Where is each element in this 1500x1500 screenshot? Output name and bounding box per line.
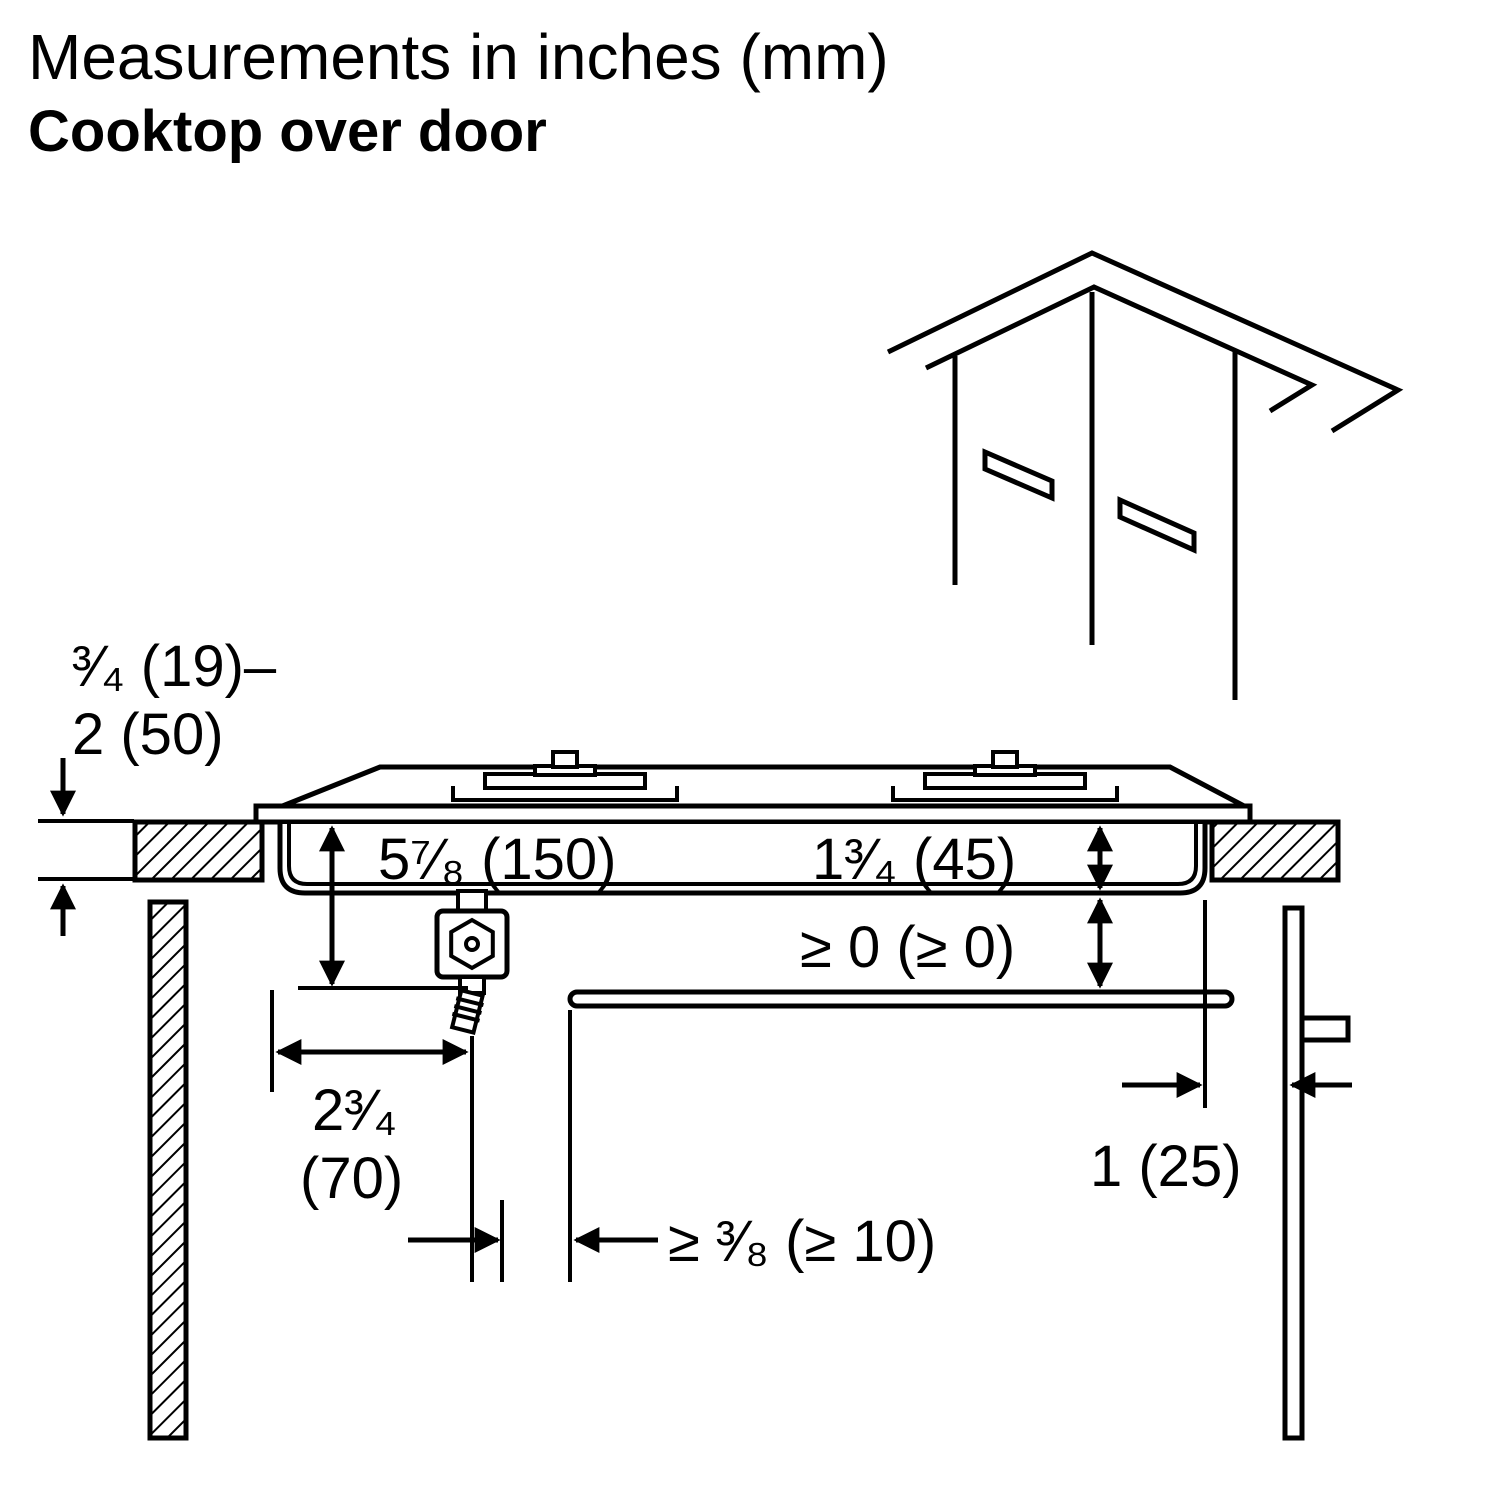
- vent-slot-left: [982, 448, 1055, 502]
- burner-left: [451, 750, 679, 802]
- countertop-right: [1209, 819, 1341, 883]
- page-title: Measurements in inches (mm): [28, 21, 889, 93]
- regulator-nut: [449, 917, 495, 971]
- dim-label-base-depth: 1³⁄₄ (45): [812, 827, 1016, 892]
- countertop-left: [132, 819, 265, 883]
- door-panel-tab: [1299, 1015, 1351, 1043]
- hose-rib: [451, 1011, 481, 1023]
- hose-rib: [453, 1004, 482, 1015]
- countertop-outer-edge: [886, 250, 1404, 434]
- cross-section: [132, 750, 1351, 1441]
- dim-label-side-clearance: 1 (25): [1090, 1134, 1242, 1199]
- vent-slot-right: [1117, 496, 1197, 554]
- regulator-center: [464, 936, 480, 952]
- dim-label-gas-offset-inches: 2³⁄₄: [312, 1078, 397, 1143]
- hose-barb: [449, 987, 486, 1035]
- gas-regulator: [434, 889, 510, 1035]
- cooktop-rim: [253, 803, 1253, 825]
- dimension-annotations: ³⁄₄ (19)– 2 (50) 5⁷⁄₈ (150) 1³⁄₄ (45) ≥ …: [38, 634, 1352, 1282]
- page-subtitle: Cooktop over door: [28, 99, 547, 164]
- cooktop-base-inner: [287, 824, 1198, 886]
- cutout-inner-edge: [924, 284, 1318, 414]
- burner-tray: [891, 786, 1119, 802]
- cabinet-side-wall: [147, 899, 189, 1441]
- dim-label-door-gap: ≥ ³⁄₈ (≥ 10): [668, 1209, 936, 1274]
- door-panel-right: [1282, 905, 1305, 1441]
- isometric-cabinet-sketch: [886, 250, 1404, 700]
- dim-label-counter-thickness-1: ³⁄₄ (19)–: [72, 634, 277, 699]
- dim-label-counter-thickness-2: 2 (50): [72, 702, 224, 767]
- cooktop-base-outer: [277, 824, 1208, 896]
- dim-label-zero-clearance: ≥ 0 (≥ 0): [800, 915, 1015, 980]
- burner-tray: [451, 786, 679, 802]
- dim-label-gas-offset-mm: (70): [300, 1146, 403, 1211]
- igniter: [991, 750, 1019, 769]
- hose-rib: [455, 996, 484, 1008]
- burner-right: [891, 750, 1119, 802]
- dim-label-total-depth: 5⁷⁄₈ (150): [378, 827, 617, 892]
- oven-door-horizontal: [567, 989, 1235, 1009]
- igniter: [551, 750, 579, 769]
- regulator-top-stub: [456, 889, 488, 913]
